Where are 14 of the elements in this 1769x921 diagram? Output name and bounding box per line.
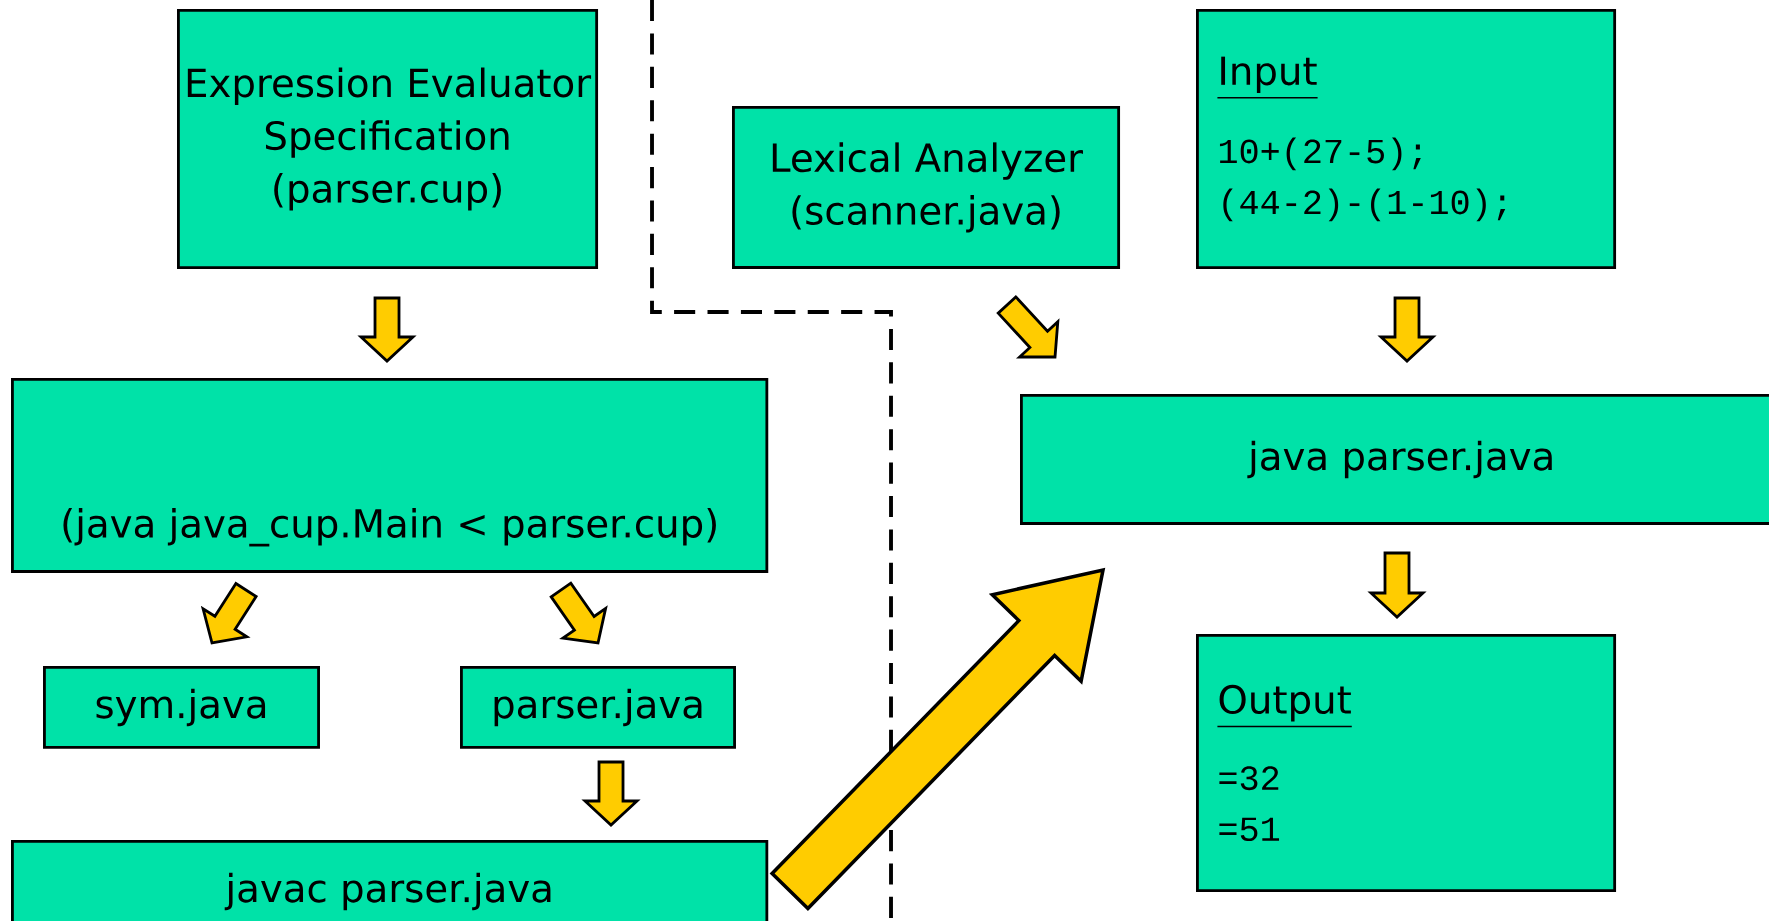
block-arrow bbox=[357, 296, 417, 363]
process-box: javac parser.java bbox=[11, 840, 769, 921]
block-arrow bbox=[549, 581, 608, 645]
process-box: Expression Evaluator Specification (parser.cup) bbox=[177, 9, 599, 269]
process-box: parser.java bbox=[460, 666, 736, 749]
block-arrow bbox=[581, 760, 641, 827]
process-box: Lexical Analyzer (scanner.java) bbox=[732, 106, 1121, 269]
process-box: java parser.java bbox=[1020, 394, 1769, 525]
block-arrow bbox=[1377, 296, 1437, 363]
process-box: sym.java bbox=[43, 666, 320, 749]
text-box: Input 10+(27-5); (44-2)-(1-10); bbox=[1196, 9, 1617, 269]
text-box: Output =32 =51 bbox=[1196, 634, 1617, 892]
process-box: (java java_cup.Main < parser.cup) bbox=[11, 378, 769, 573]
block-arrow bbox=[1367, 551, 1427, 619]
